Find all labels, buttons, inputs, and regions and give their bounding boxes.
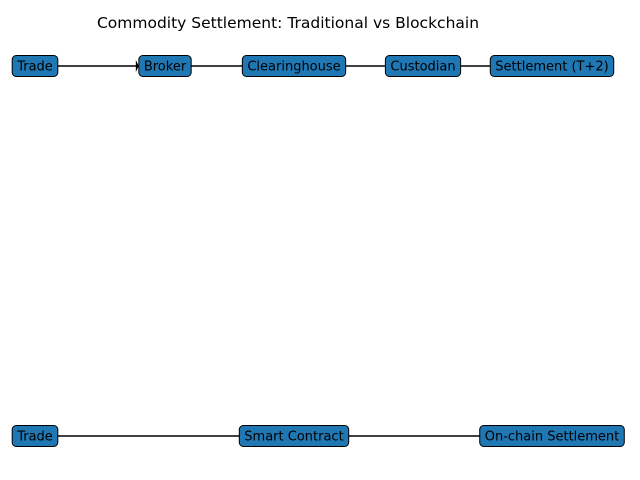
node-label: Trade: [16, 430, 53, 445]
node-traditional-settlement-t-2: Settlement (T+2): [489, 55, 615, 77]
node-box: [384, 55, 462, 77]
node-box: [11, 425, 59, 447]
node-traditional-clearinghouse: Clearinghouse: [241, 55, 347, 77]
node-blockchain-trade: Trade: [11, 425, 59, 447]
node-blockchain-on-chain-settlement: On-chain Settlement: [479, 425, 625, 447]
node-label: Smart Contract: [244, 430, 343, 445]
node-box: [489, 55, 615, 77]
node-label: Trade: [16, 60, 53, 75]
node-label: Clearinghouse: [247, 60, 340, 75]
node-box: [238, 425, 350, 447]
arrowhead-icon: [135, 60, 139, 72]
diagram-title: Commodity Settlement: Traditional vs Blo…: [97, 14, 479, 32]
node-box: [479, 425, 625, 447]
node-label: Settlement (T+2): [495, 60, 608, 75]
node-traditional-trade: Trade: [11, 55, 59, 77]
node-label: Custodian: [390, 60, 455, 75]
traditional-edges: [57, 60, 491, 72]
node-traditional-broker: Broker: [138, 55, 192, 77]
node-box: [138, 55, 192, 77]
node-traditional-custodian: Custodian: [384, 55, 462, 77]
node-box: [11, 55, 59, 77]
traditional-flow: Trade Broker Clearinghouse Custodian Settlem…: [11, 55, 615, 77]
node-label: On-chain Settlement: [485, 430, 620, 445]
node-blockchain-smart-contract: Smart Contract: [238, 425, 350, 447]
blockchain-flow: Trade Smart Contract On-chain Settlement: [11, 425, 625, 447]
node-label: Broker: [144, 60, 187, 75]
node-box: [241, 55, 347, 77]
